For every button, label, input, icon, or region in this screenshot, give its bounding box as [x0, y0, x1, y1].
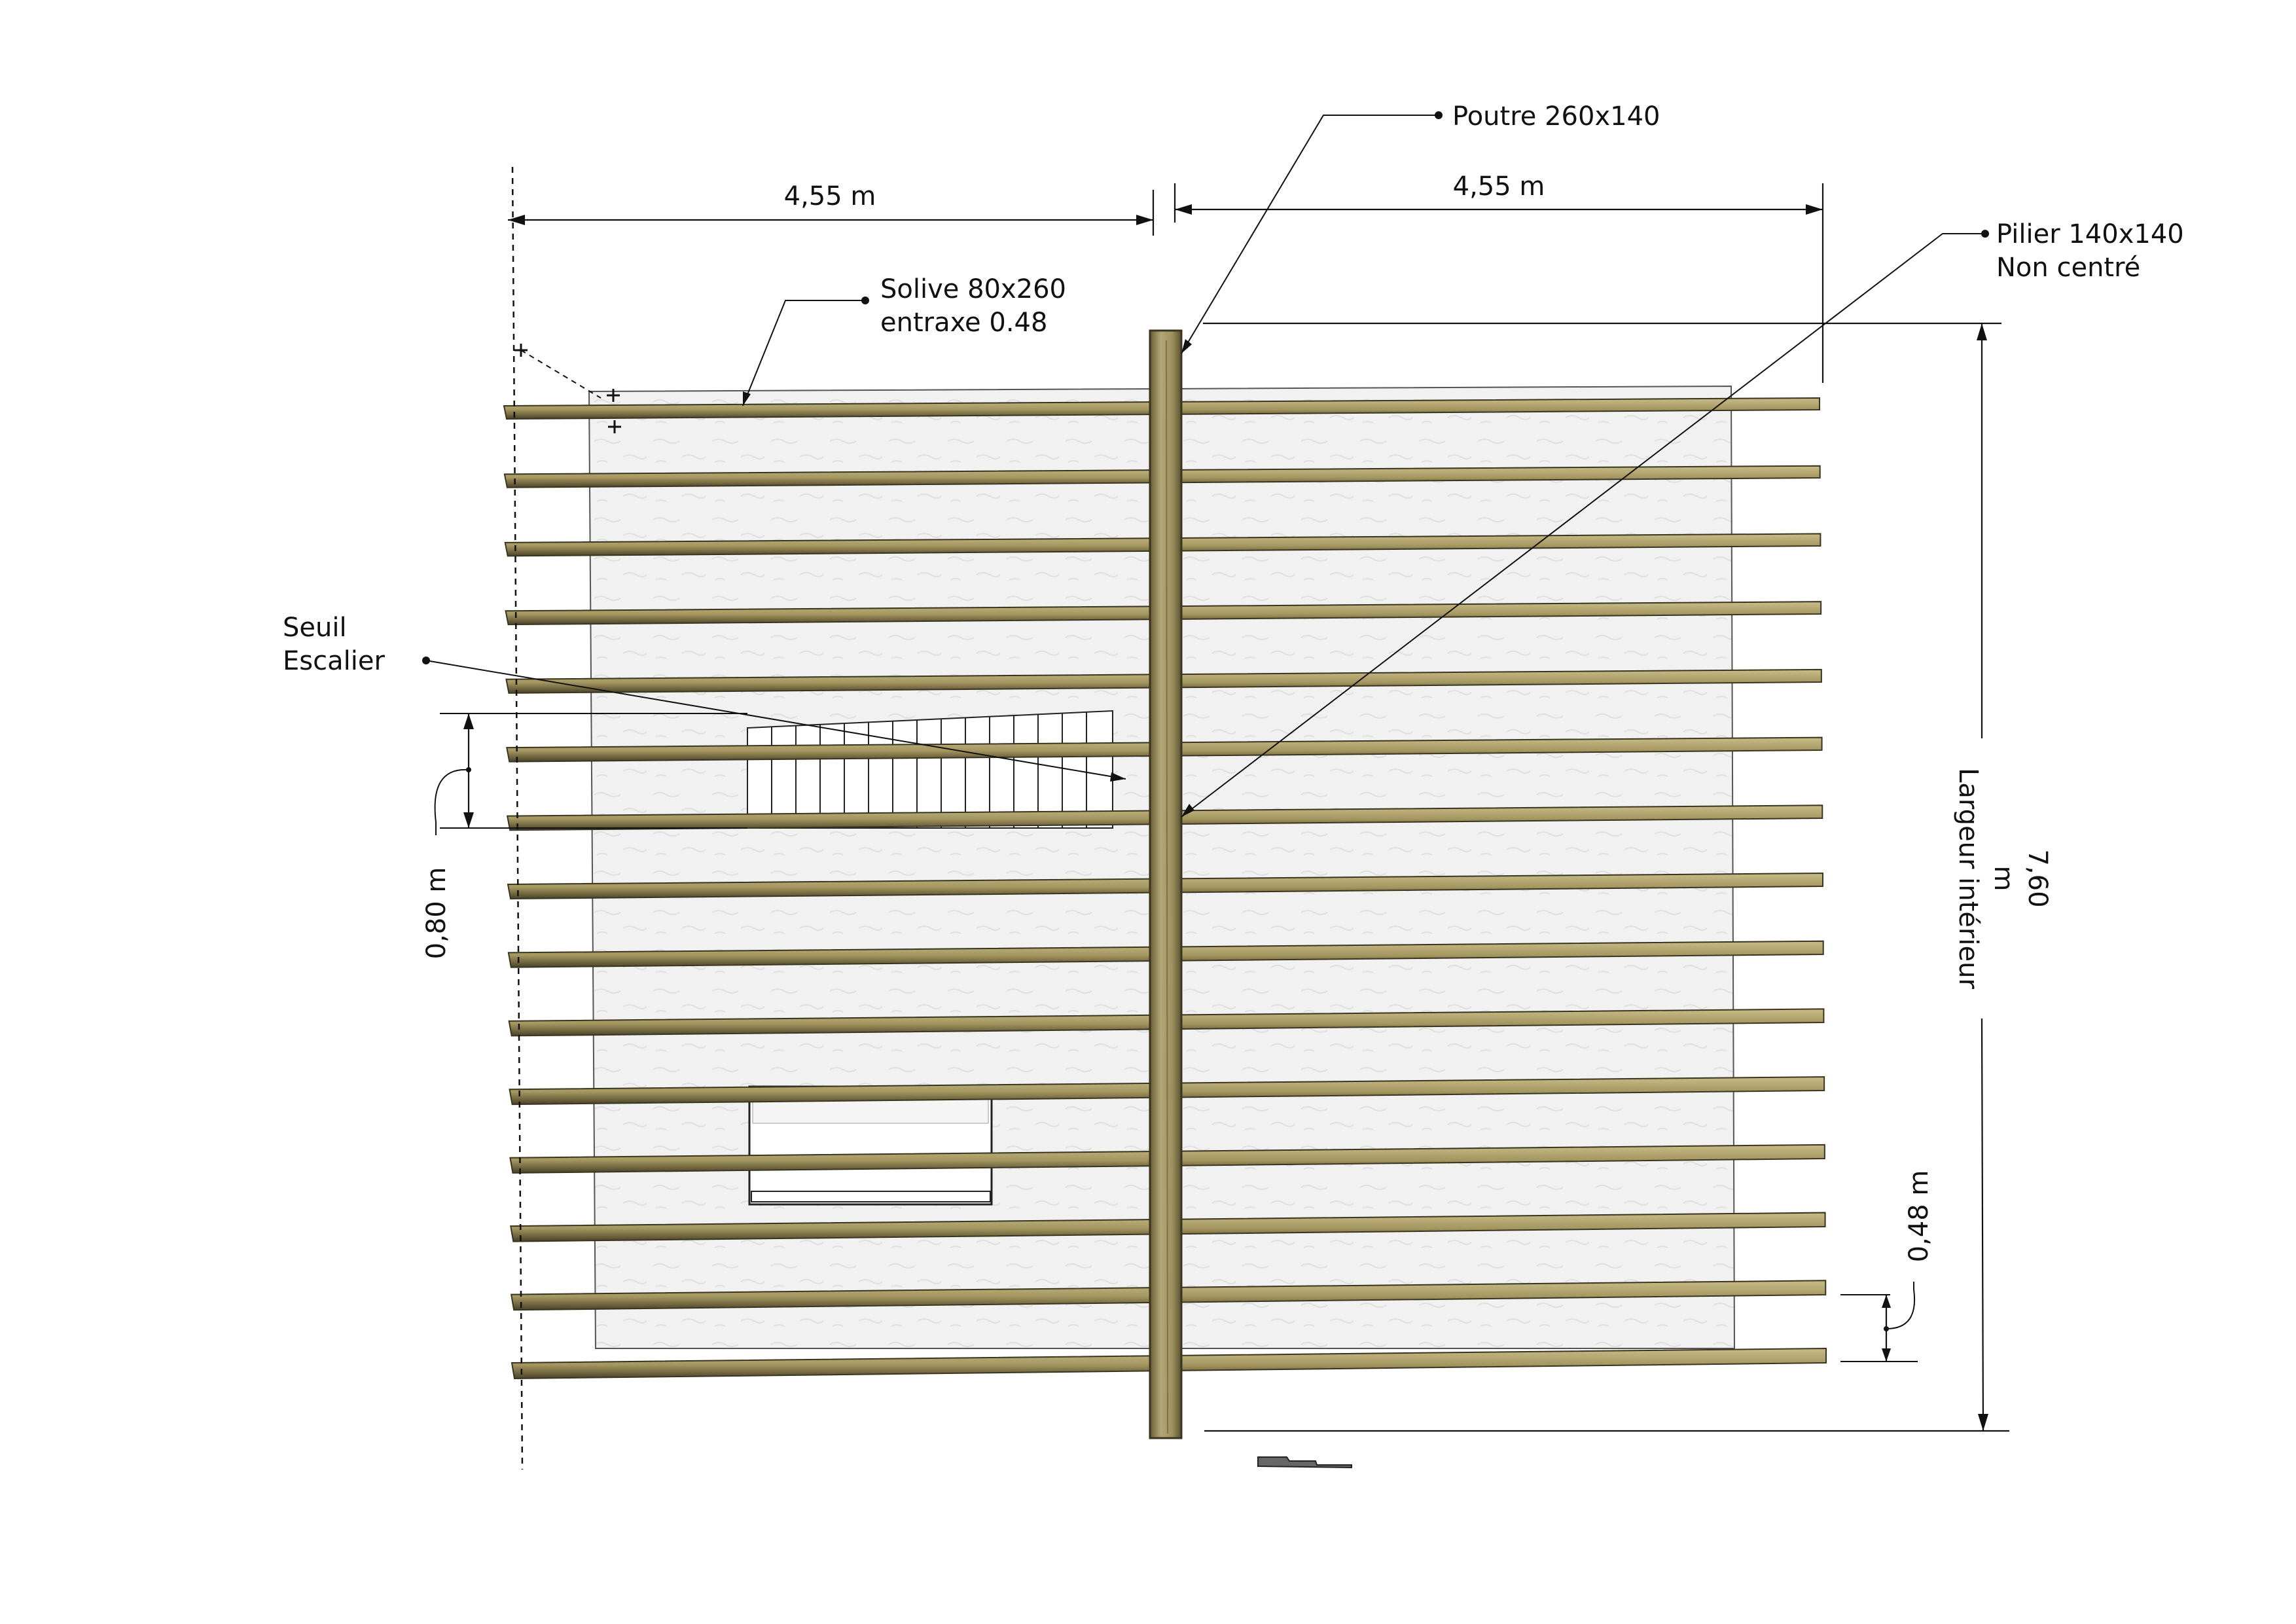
callout-pillar: Pilier 140x140 Non centré: [1181, 219, 2184, 818]
dimension-opening-height: 0,80 m: [422, 713, 747, 959]
dimension-joist-spacing-label: 0,48 m: [1904, 1170, 1934, 1263]
dimension-interior-width-caption: Largeur intérieur: [1953, 768, 1983, 989]
dimension-right-width-label: 4,55 m: [1453, 171, 1545, 202]
dimension-interior-width-unit: m: [1988, 866, 2018, 892]
dimension-interior-width-value: 7,60: [2022, 849, 2053, 907]
stair-treads: [747, 712, 1087, 828]
dimension-right-width: 4,55 m: [1174, 171, 1824, 383]
dimension-interior-width: 7,60 m Largeur intérieur: [1203, 322, 2053, 1432]
callout-joist-label-2: entraxe 0.48: [880, 308, 1047, 338]
callout-joist-label-1: Solive 80x260: [880, 274, 1066, 304]
dimension-opening-height-label: 0,80 m: [422, 867, 452, 960]
central-beam: [1149, 329, 1183, 1439]
stair-opening: [747, 710, 1113, 829]
dimension-joist-spacing: 0,48 m: [1840, 1170, 1934, 1362]
callout-beam: Poutre 260x140: [1181, 101, 1660, 354]
callout-pillar-label-1: Pilier 140x140: [1996, 219, 2184, 249]
construction-crosses: [514, 344, 621, 433]
callout-stair-label-2: Escalier: [283, 646, 385, 676]
reference-line-diagonal: [520, 350, 601, 399]
dimension-left-width: 4,55 m: [508, 181, 1155, 236]
callout-pillar-label-2: Non centré: [1996, 253, 2140, 283]
dimension-left-width-label: 4,55 m: [784, 181, 876, 211]
callout-stair-label-1: Seuil: [283, 613, 347, 643]
stair-fragment: [1257, 1456, 1352, 1469]
callout-joist: Solive 80x260 entraxe 0.48: [742, 274, 1066, 406]
callout-beam-label: Poutre 260x140: [1452, 101, 1660, 132]
floor-hatch-opening: [748, 1085, 993, 1206]
callout-stair: Seuil Escalier: [283, 613, 1126, 782]
reference-line: [511, 166, 524, 1470]
